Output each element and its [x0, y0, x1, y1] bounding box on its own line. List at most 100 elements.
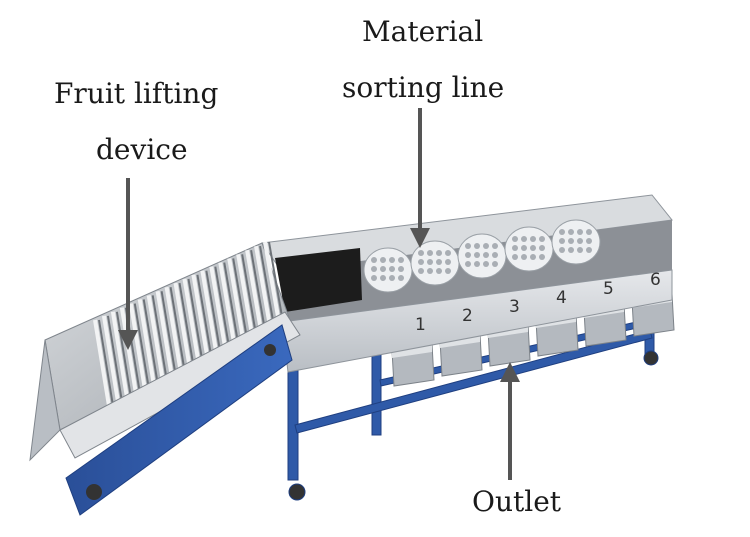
- caster-wheel: [643, 350, 659, 366]
- fruit-lifting-device: [29, 241, 301, 516]
- roller-hole: [483, 243, 489, 249]
- roller-hole: [474, 261, 480, 267]
- conveyor-pulley: [264, 344, 276, 356]
- roller-hole: [559, 238, 565, 244]
- lifting-slat: [128, 303, 148, 395]
- roller-hole: [521, 245, 527, 251]
- roller-hole: [559, 229, 565, 235]
- hopper-lip: [59, 311, 301, 459]
- lifting-slat: [155, 290, 175, 382]
- roller-hole: [530, 236, 536, 242]
- frame-leg: [371, 349, 382, 436]
- roller-hole: [418, 268, 424, 274]
- roller-hole: [539, 236, 545, 242]
- lifting-slat-shadow: [250, 250, 268, 338]
- lifting-slat: [101, 315, 121, 408]
- roller-hole: [427, 268, 433, 274]
- lifting-slat: [218, 262, 238, 351]
- channel-number: 3: [509, 297, 520, 317]
- frame-crossbar: [294, 329, 653, 434]
- roller-hole: [568, 247, 574, 253]
- channel-number: 2: [462, 306, 473, 326]
- roller-hole: [530, 245, 536, 251]
- lifting-slat-shadow: [241, 254, 259, 342]
- roller-hole: [445, 250, 451, 256]
- lifting-slat-shadow: [142, 299, 160, 391]
- lifting-slat-shadow: [232, 258, 250, 346]
- roller-hole: [398, 266, 404, 272]
- lifting-slat-shadow: [214, 266, 232, 355]
- lifting-slat-shadow: [151, 295, 169, 386]
- lifting-slat-shadow: [187, 278, 205, 368]
- lifting-slat: [173, 282, 193, 373]
- lifting-slat-shadow: [205, 270, 223, 360]
- lifting-slat: [182, 278, 202, 369]
- roller-hole: [389, 266, 395, 272]
- lifting-slat-shadow: [106, 315, 124, 408]
- roller-hole: [586, 238, 592, 244]
- roller-hole: [465, 252, 471, 258]
- lifting-slat: [200, 270, 220, 360]
- roller-hole: [539, 254, 545, 260]
- roller-hole: [568, 238, 574, 244]
- roller-hole: [371, 266, 377, 272]
- roller-hole: [371, 257, 377, 263]
- roller-hole: [445, 259, 451, 265]
- roller-hole: [474, 252, 480, 258]
- roller-hole: [586, 229, 592, 235]
- roller-hole: [389, 257, 395, 263]
- roller-hole: [492, 243, 498, 249]
- label-material-sorting-line1: Material: [362, 15, 484, 48]
- lifting-slat: [110, 311, 130, 404]
- roller-hole: [577, 238, 583, 244]
- roller-hole: [436, 268, 442, 274]
- roller-hole: [492, 261, 498, 267]
- roller-hole: [483, 252, 489, 258]
- lifting-slat: [146, 295, 166, 386]
- roller-hole: [371, 275, 377, 281]
- roller-hole: [398, 275, 404, 281]
- lifting-slat: [164, 286, 184, 377]
- lifting-slat: [209, 266, 229, 355]
- channel-number: 6: [650, 270, 661, 290]
- roller-hole: [539, 245, 545, 251]
- roller-hole: [512, 245, 518, 251]
- roller-hole: [465, 243, 471, 249]
- label-fruit-lifting-line2: device: [96, 133, 188, 166]
- roller-hole: [568, 229, 574, 235]
- lifting-slat: [236, 253, 256, 342]
- channel-number: 5: [603, 279, 614, 299]
- roller-hole: [559, 247, 565, 253]
- lifting-slat: [191, 274, 211, 364]
- caster-wheel: [288, 483, 306, 501]
- roller-hole: [445, 268, 451, 274]
- outlet-tray-rim: [392, 344, 432, 358]
- lifting-slat: [254, 245, 274, 333]
- roller-hole: [474, 243, 480, 249]
- lifting-slat-shadow: [160, 291, 178, 382]
- lifting-slat: [227, 258, 247, 347]
- roller-hole: [380, 275, 386, 281]
- roller-hole: [436, 259, 442, 265]
- roller-hole: [436, 250, 442, 256]
- roller-hole: [380, 257, 386, 263]
- lifting-slat-shadow: [223, 262, 241, 351]
- lifting-slat: [137, 299, 157, 391]
- roller-hole: [577, 229, 583, 235]
- lifting-slats: [93, 241, 285, 413]
- roller-hole: [427, 259, 433, 265]
- label-outlet: Outlet: [472, 485, 562, 518]
- roller-hole: [512, 254, 518, 260]
- lifting-slat: [263, 241, 282, 329]
- lifting-slat-shadow: [133, 303, 151, 395]
- roller-hole: [521, 236, 527, 242]
- roller-hole: [530, 254, 536, 260]
- label-fruit-lifting-line1: Fruit lifting: [54, 77, 219, 110]
- lifting-slat: [93, 319, 112, 413]
- label-material-sorting-line2: sorting line: [342, 71, 505, 104]
- lifting-slat-shadow: [196, 274, 214, 364]
- roller-hole: [389, 275, 395, 281]
- roller-hole: [398, 257, 404, 263]
